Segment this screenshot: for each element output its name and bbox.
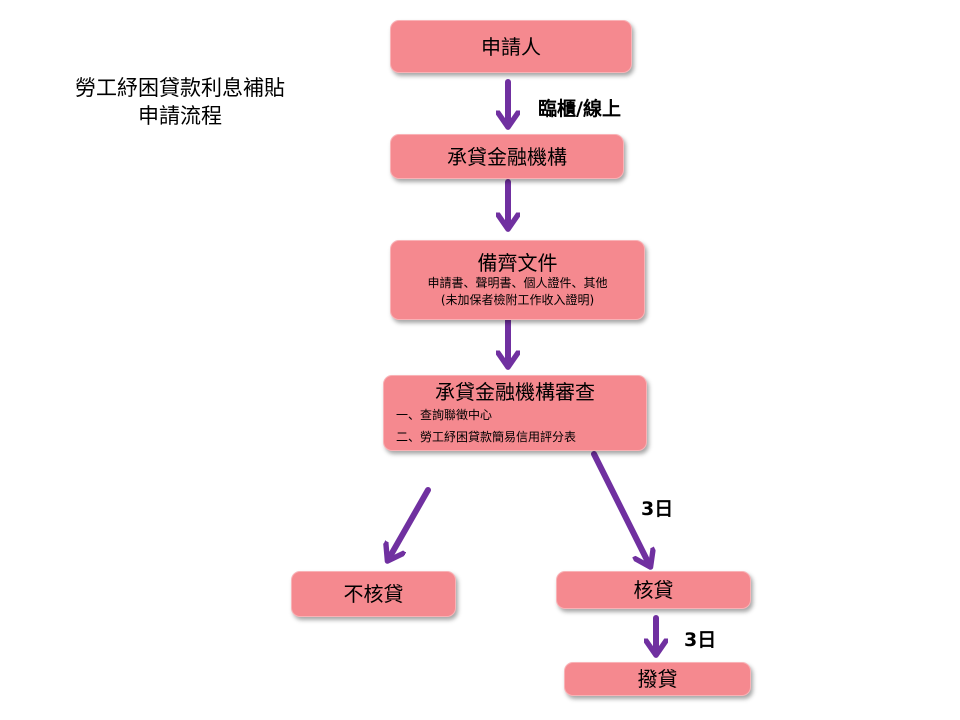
node-approved: 核貸 bbox=[556, 571, 751, 609]
node-documents-sub-2: (未加保者檢附工作收入證明) bbox=[440, 293, 595, 307]
node-disbursed: 撥貸 bbox=[564, 662, 751, 696]
node-review: 承貸金融機構審查 一、查詢聯徵中心 二、勞工紓困貸款簡易信用評分表 bbox=[383, 375, 647, 451]
node-lender: 承貸金融機構 bbox=[390, 134, 624, 179]
node-lender-label: 承貸金融機構 bbox=[447, 144, 567, 169]
node-applicant: 申請人 bbox=[390, 20, 632, 73]
title-line-2: 申請流程 bbox=[138, 104, 222, 128]
node-documents-sub-1: 申請書、聲明書、個人證件、其他 bbox=[427, 276, 608, 290]
node-rejected: 不核貸 bbox=[291, 571, 456, 617]
node-rejected-label: 不核貸 bbox=[343, 582, 404, 606]
node-documents-label: 備齊文件 bbox=[477, 251, 558, 275]
edge-label-approve-days: 3日 bbox=[641, 498, 674, 520]
arrow-review-to-rejected bbox=[388, 487, 431, 560]
node-approved-label: 核貸 bbox=[633, 578, 674, 602]
node-review-label: 承貸金融機構審查 bbox=[435, 380, 595, 404]
node-applicant-label: 申請人 bbox=[481, 34, 541, 59]
arrow-review-to-approved bbox=[591, 451, 650, 566]
edge-label-channel: 臨櫃/線上 bbox=[538, 98, 621, 120]
node-documents: 備齊文件 申請書、聲明書、個人證件、其他 (未加保者檢附工作收入證明) bbox=[390, 240, 645, 320]
node-review-item-2: 二、勞工紓困貸款簡易信用評分表 bbox=[396, 430, 577, 444]
diagram-title: 勞工紓困貸款利息補貼 申請流程 bbox=[40, 74, 320, 130]
node-disbursed-label: 撥貸 bbox=[637, 667, 678, 691]
edge-label-disburse-days: 3日 bbox=[684, 629, 717, 651]
node-review-item-1: 一、查詢聯徵中心 bbox=[396, 408, 493, 422]
title-line-1: 勞工紓困貸款利息補貼 bbox=[75, 76, 285, 100]
